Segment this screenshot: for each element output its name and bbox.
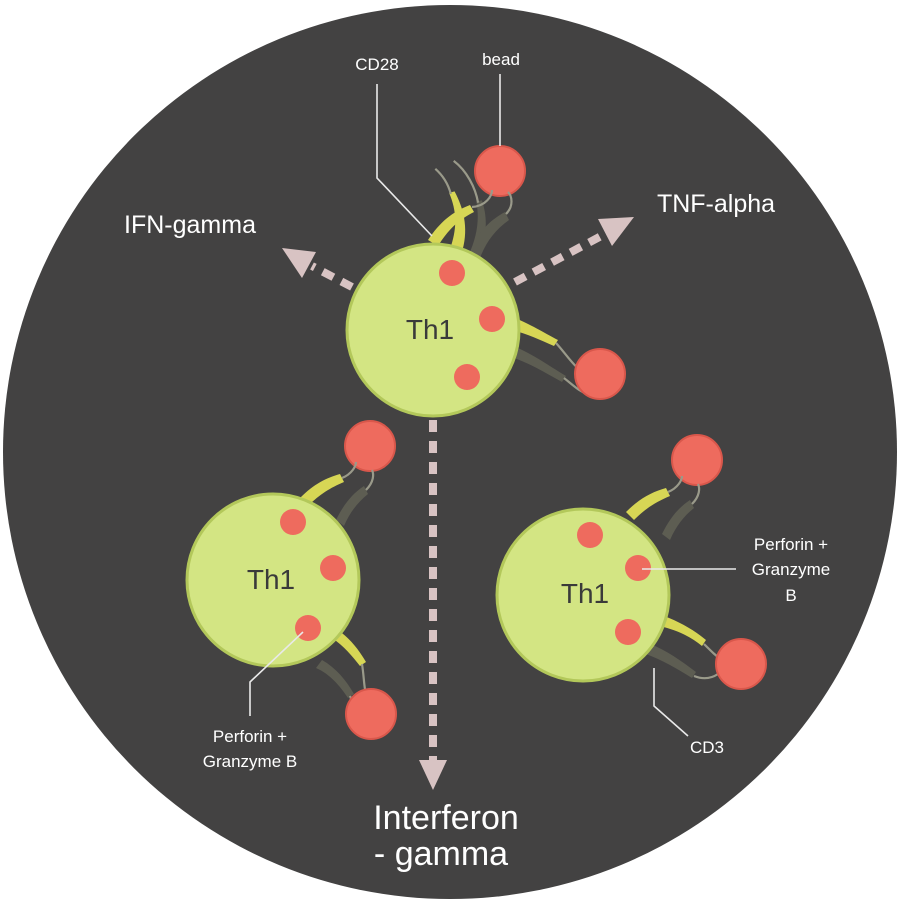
th1-cell-right: Th1 <box>495 434 767 690</box>
cd3-receptor-left-lower <box>316 660 354 698</box>
bead-top-right <box>574 348 626 400</box>
cd3-label: CD3 <box>690 738 724 757</box>
granule <box>295 615 321 641</box>
granule <box>577 522 603 548</box>
ifn-gamma-label: IFN-gamma <box>124 211 256 239</box>
th1-cell-left: Th1 <box>185 420 397 740</box>
cd28-receptor-right-cell <box>626 488 670 520</box>
cd28-receptor-left-lower <box>332 630 366 666</box>
cd3-receptor-right-cell <box>662 500 694 540</box>
cd28-leader <box>376 84 433 237</box>
interferon-gamma-label-line1: Interferon <box>373 799 519 837</box>
cd28-label: CD28 <box>355 55 398 74</box>
perforin-right-label-line2: Granzyme <box>752 560 830 579</box>
ifn-gamma-arrow <box>282 248 354 291</box>
cd3-receptor-right <box>508 345 566 382</box>
cd28-receptor-left <box>300 474 344 506</box>
cd3-receptor-right-lower <box>646 644 696 678</box>
th1-cell-top: Th1 <box>345 145 626 418</box>
perforin-right-label-line3: B <box>785 586 796 605</box>
granule <box>454 364 480 390</box>
bead-left-lower <box>345 688 397 740</box>
cd28-receptor-top <box>428 205 474 246</box>
bead-right-lower <box>715 638 767 690</box>
granule <box>280 509 306 535</box>
cd28-receptor-right <box>512 318 558 346</box>
cd3-receptor-left <box>336 486 368 526</box>
background-circle <box>3 5 897 899</box>
perforin-left-label-line1: Perforin + <box>213 727 287 746</box>
tnf-alpha-arrow <box>513 217 634 286</box>
granule <box>320 555 346 581</box>
granule <box>439 260 465 286</box>
perforin-left-label-line2: Granzyme B <box>203 752 297 771</box>
perforin-right-label-line1: Perforin + <box>754 535 828 554</box>
cd3-leader <box>653 668 689 737</box>
cd28-receptor-right-lower <box>660 616 706 646</box>
tnf-alpha-label: TNF-alpha <box>657 190 775 218</box>
bead-label: bead <box>482 50 520 69</box>
cell-label-top: Th1 <box>406 314 454 345</box>
bead-left-upper <box>344 420 396 472</box>
granule <box>479 306 505 332</box>
bead-top-upper <box>474 145 526 197</box>
cell-label-left: Th1 <box>247 564 295 595</box>
interferon-gamma-arrow <box>419 420 447 790</box>
granule <box>625 555 651 581</box>
perforin-left-leader <box>249 631 304 716</box>
bead-right-upper <box>671 434 723 486</box>
interferon-gamma-label-line2: - gamma <box>374 835 508 873</box>
granule <box>615 619 641 645</box>
cell-label-right: Th1 <box>561 578 609 609</box>
cd3-receptor-top <box>470 212 509 258</box>
